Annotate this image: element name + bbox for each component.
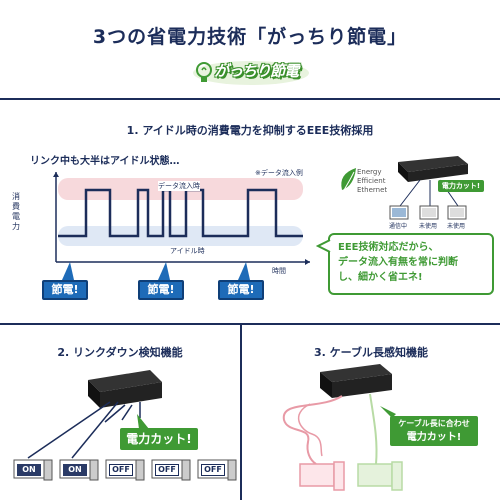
pc-icon xyxy=(357,461,403,491)
lightbulb-icon xyxy=(196,62,212,82)
short-cable xyxy=(369,393,378,465)
pc-status-1: 通信中 xyxy=(389,223,408,230)
pc-icon xyxy=(419,205,439,220)
leaf-icon xyxy=(341,168,356,191)
data-note: ※データ流入例 xyxy=(255,169,303,177)
pc-label-2: ON xyxy=(63,464,87,476)
eco-logo xyxy=(193,61,309,85)
y-axis-label: 消費電力 xyxy=(12,192,20,231)
pc-status-2: 未使用 xyxy=(419,223,438,230)
x-axis-label: 時間 xyxy=(272,267,286,275)
saving-badge-2: 節電! xyxy=(138,280,184,300)
idle-label: アイドル時 xyxy=(170,246,205,256)
divider-middle xyxy=(0,323,500,325)
pc-icon xyxy=(389,205,409,220)
section1-subtitle: リンク中も大半はアイドル状態… xyxy=(30,156,180,167)
pc-status-3: 未使用 xyxy=(447,223,466,230)
pc-label-4: OFF xyxy=(155,464,179,476)
divider-top xyxy=(0,98,500,100)
eee-network-diagram xyxy=(341,156,468,220)
pc-label-3: OFF xyxy=(109,464,133,476)
pc-label-5: OFF xyxy=(201,464,225,476)
badge-pointer xyxy=(137,414,149,429)
section1-title: 1. アイドル時の消費電力を抑制するEEE技術採用 xyxy=(126,124,374,137)
divider-vertical xyxy=(240,323,242,500)
callout-pointer xyxy=(380,406,396,418)
section2-title: 2. リンクダウン検知機能 xyxy=(57,346,183,359)
saving-badge-1: 節電! xyxy=(42,280,88,300)
pc-icon xyxy=(447,205,467,220)
eee-cut-badge: 電力カット! xyxy=(438,180,484,192)
switch-icon xyxy=(398,156,468,182)
eee-callout: EEE技術対応だから、 データ流入有無を常に判断 し、細かく省エネ! xyxy=(328,233,494,295)
switch-icon xyxy=(320,364,392,398)
switch-icon xyxy=(88,370,162,408)
page-title: 3つの省電力技術「がっちり節電」 xyxy=(92,26,408,48)
saving-badge-3: 節電! xyxy=(218,280,264,300)
pc-icon xyxy=(299,461,345,491)
callout-pointer xyxy=(316,239,331,253)
flow-label: データ流入時 xyxy=(158,181,200,191)
cable-length-diagram xyxy=(282,364,403,491)
section3-title: 3. ケーブル長感知機能 xyxy=(313,346,428,359)
long-cable xyxy=(282,395,343,465)
pc-label-1: ON xyxy=(17,464,41,476)
cable-callout: ケーブル長に合わせ 電力カット! xyxy=(390,416,478,446)
linkdown-cut-badge: 電力カット! xyxy=(120,428,198,450)
badge-pointers xyxy=(62,262,250,280)
eee-logo-text: Energy Efficient Ethernet xyxy=(357,168,388,194)
logo-text: がっちり節電 xyxy=(214,62,299,80)
